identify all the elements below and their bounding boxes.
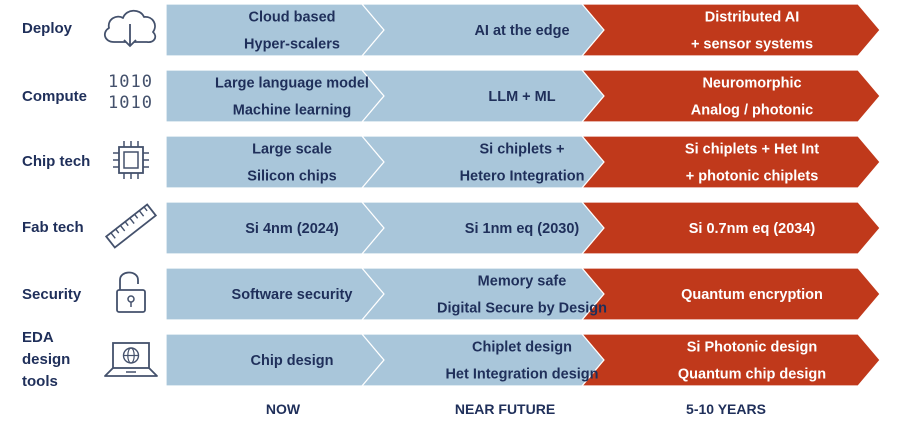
ruler-icon <box>104 203 158 249</box>
cell-text-compute-now-2: Machine learning <box>233 103 351 119</box>
cell-text-compute-far-1: Neuromorphic <box>702 76 801 92</box>
cell-text-fab-tech-far-1: Si 0.7nm eq (2034) <box>689 221 816 237</box>
row-label-security: Security <box>22 286 82 303</box>
cell-text-security-near-1: Memory safe <box>478 274 567 290</box>
cell-text-eda-design-tools-far-2: Quantum chip design <box>678 367 826 383</box>
cell-text-security-near-2: Digital Secure by Design <box>437 301 607 317</box>
cell-text-deploy-now-1: Cloud based <box>248 10 335 26</box>
cell-text-deploy-near-1: AI at the edge <box>474 23 569 39</box>
column-label-5-10-years: 5-10 YEARS <box>686 401 766 417</box>
cell-text-fab-tech-now-1: Si 4nm (2024) <box>245 221 339 237</box>
cell-text-chip-tech-far-1: Si chiplets + Het Int <box>685 142 819 158</box>
cell-text-compute-near-1: LLM + ML <box>488 89 555 105</box>
chip-icon <box>113 141 149 179</box>
cell-text-security-far-1: Quantum encryption <box>681 287 823 303</box>
cell-text-chip-tech-near-2: Hetero Integration <box>460 169 585 185</box>
row-label-eda-line-1: EDA <box>22 329 54 346</box>
chevron-chip-tech-far <box>580 135 881 189</box>
binary-digits-line-1: 1010 <box>108 72 153 92</box>
row-label-chip-tech: Chip tech <box>22 153 91 170</box>
chevron-security-far <box>580 267 881 321</box>
cell-text-deploy-now-2: Hyper-scalers <box>244 37 340 53</box>
row-label-eda-design-tools: EDA design tools <box>22 327 70 393</box>
binary-digits-line-2: 1010 <box>108 93 153 113</box>
cell-text-eda-design-tools-near-2: Het Integration design <box>445 367 598 383</box>
cell-text-chip-tech-near-1: Si chiplets + <box>479 142 564 158</box>
cloud-download-icon <box>103 9 157 50</box>
cell-text-deploy-far-2: + sensor systems <box>691 37 813 53</box>
cell-text-eda-design-tools-near-1: Chiplet design <box>472 340 572 356</box>
chevron-deploy-far <box>580 3 881 57</box>
row-label-compute: Compute <box>22 88 87 105</box>
cell-text-eda-design-tools-far-1: Si Photonic design <box>687 340 818 356</box>
open-padlock-icon <box>116 271 146 313</box>
chevron-fab-tech-far <box>580 201 881 255</box>
cell-text-chip-tech-now-1: Large scale <box>252 142 332 158</box>
cell-text-fab-tech-near-1: Si 1nm eq (2030) <box>465 221 580 237</box>
column-label-now: NOW <box>265 401 301 417</box>
column-label-near-future: NEAR FUTURE <box>454 401 556 417</box>
cell-text-compute-far-2: Analog / photonic <box>691 103 813 119</box>
binary-digits-icon: 1010 1010 <box>108 72 154 114</box>
chevron-compute-far <box>580 69 881 123</box>
chevron-compute-near <box>360 69 605 123</box>
row-label-eda-line-2: design <box>22 351 71 368</box>
cell-text-eda-design-tools-now-1: Chip design <box>251 353 334 369</box>
laptop-globe-icon <box>104 342 158 377</box>
row-label-eda-line-3: tools <box>22 373 58 390</box>
chevron-eda-design-tools-far <box>580 333 881 387</box>
cell-text-deploy-far-1: Distributed AI <box>705 10 800 26</box>
cell-text-security-now-1: Software security <box>232 287 353 303</box>
cell-text-chip-tech-far-2: + photonic chiplets <box>686 169 819 185</box>
cell-text-compute-now-1: Large language model <box>215 76 369 92</box>
row-label-fab-tech: Fab tech <box>22 219 84 236</box>
row-label-deploy: Deploy <box>22 20 73 37</box>
cell-text-chip-tech-now-2: Silicon chips <box>247 169 336 185</box>
